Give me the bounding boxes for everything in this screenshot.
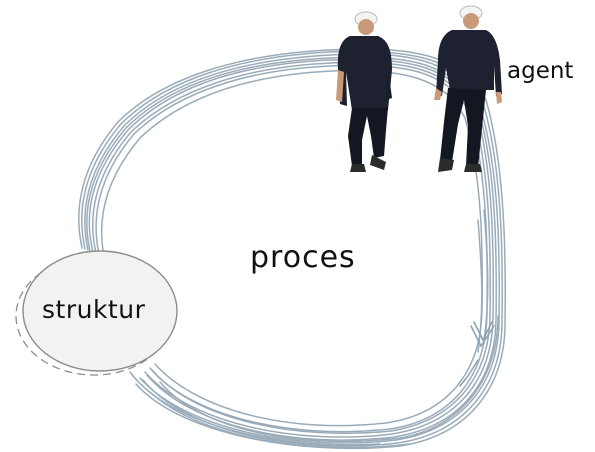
walking-worker-icon xyxy=(434,5,502,172)
structure-ellipse xyxy=(22,250,178,372)
arrowhead-icon xyxy=(459,321,495,387)
structure-node xyxy=(15,250,178,376)
agent-label: agent xyxy=(507,58,574,84)
walking-worker-icon xyxy=(336,11,392,172)
structure-label: struktur xyxy=(42,295,146,324)
process-label: proces xyxy=(250,240,356,275)
agents-illustration xyxy=(336,5,502,172)
